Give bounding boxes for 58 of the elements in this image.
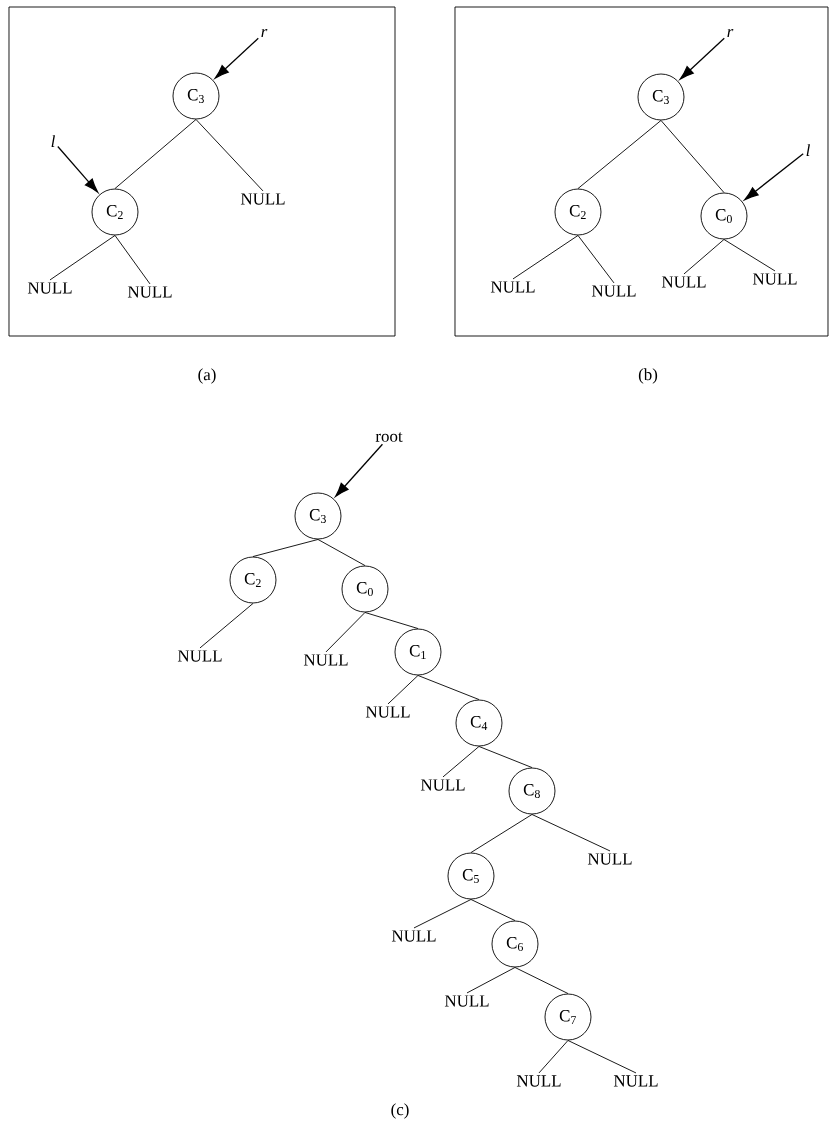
tree-link — [387, 675, 419, 705]
tree-link — [114, 119, 197, 189]
null-label: NULL — [516, 1075, 561, 1087]
null-label: NULL — [303, 654, 348, 666]
null-label: NULL — [420, 779, 465, 791]
pointer-arrow — [744, 153, 804, 201]
tree-link — [199, 603, 254, 649]
null-label: NULL — [391, 930, 436, 942]
tree-link — [252, 539, 319, 557]
tree-link — [577, 120, 662, 189]
panel-caption: (c) — [391, 1103, 409, 1119]
tree-link — [49, 235, 116, 281]
tree-link — [466, 967, 516, 994]
null-label: NULL — [240, 193, 285, 205]
panel-caption: (a) — [198, 368, 216, 384]
tree-link — [478, 746, 533, 768]
tree-link — [577, 235, 615, 284]
null-label: NULL — [587, 853, 632, 865]
tree-link — [195, 119, 264, 192]
pointer-arrow — [679, 37, 725, 80]
tree-link — [723, 239, 776, 272]
null-label: NULL — [177, 650, 222, 662]
null-label: NULL — [752, 273, 797, 285]
null-label: NULL — [365, 706, 410, 718]
pointer-arrow — [335, 443, 384, 497]
tree-link — [470, 814, 533, 853]
panel-caption: (b) — [638, 368, 658, 384]
null-label: NULL — [490, 281, 535, 293]
tree-link — [683, 239, 725, 275]
null-label: NULL — [27, 282, 72, 294]
tree-link — [538, 1040, 569, 1074]
null-label: NULL — [613, 1075, 658, 1087]
pointer-label: r — [727, 29, 734, 37]
pointer-arrow — [214, 37, 259, 79]
tree-link — [325, 612, 366, 653]
tree-link — [512, 235, 579, 280]
null-label: NULL — [591, 285, 636, 297]
tree-link — [660, 120, 725, 193]
null-label: NULL — [127, 286, 172, 298]
tree-link — [442, 746, 480, 778]
tree-link — [470, 899, 516, 921]
tree-link — [364, 612, 419, 629]
tree-link — [114, 235, 151, 285]
null-label: root — [375, 432, 403, 442]
tree-link — [317, 539, 366, 566]
tree-link — [531, 814, 611, 852]
tree-link — [514, 967, 569, 994]
pointer-arrow — [57, 145, 99, 193]
tree-link — [413, 899, 472, 929]
tree-link — [417, 675, 480, 700]
pointer-label: l — [806, 144, 810, 156]
null-label: NULL — [444, 995, 489, 1007]
panel-frame — [8, 6, 396, 337]
panel-frame — [454, 6, 829, 337]
null-label: NULL — [661, 276, 706, 288]
pointer-label: r — [261, 29, 268, 37]
pointer-label: l — [51, 135, 55, 147]
tree-link — [567, 1040, 637, 1074]
